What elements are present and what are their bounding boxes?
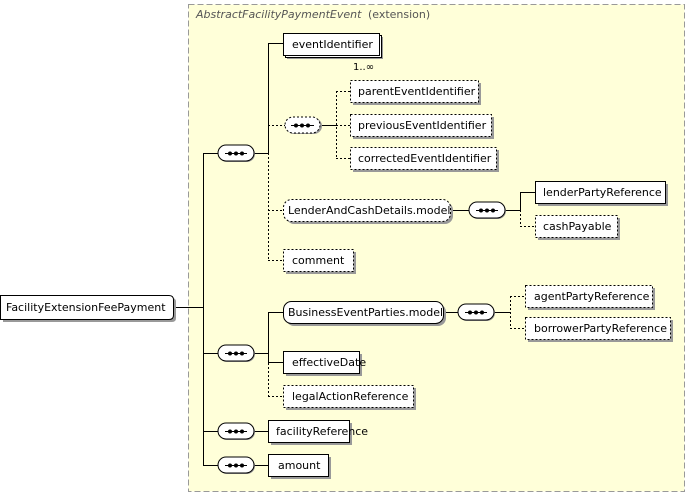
element-legal-action-reference[interactable]: legalActionReference [283, 385, 417, 411]
element-borrower-party-reference[interactable]: borrowerPartyReference [525, 317, 674, 343]
sequence-compositor-4[interactable] [217, 456, 255, 474]
choice-compositor[interactable] [284, 116, 322, 134]
agent-party-reference-label: agentPartyReference [534, 290, 650, 303]
extension-kind: (extension) [368, 8, 430, 21]
root-element-label: FacilityExtensionFeePayment [6, 301, 166, 314]
element-comment[interactable]: comment [283, 249, 357, 275]
business-event-parties-label: BusinessEventParties.model [288, 306, 443, 319]
facility-reference-label: facilityReference [276, 425, 368, 438]
parent-event-identifier-label: parentEventIdentifier [358, 85, 476, 98]
extension-title: AbstractFacilityPaymentEvent (extension) [195, 8, 430, 21]
sequence-compositor-lender[interactable] [468, 201, 506, 219]
borrower-party-reference-label: borrowerPartyReference [534, 322, 667, 335]
element-agent-party-reference[interactable]: agentPartyReference [525, 285, 656, 311]
effective-date-label: effectiveDate [292, 356, 366, 369]
lender-and-cash-details-label: LenderAndCashDetails.model [288, 204, 450, 217]
extension-type-name: AbstractFacilityPaymentEvent [195, 8, 362, 21]
group-business-event-parties[interactable]: BusinessEventParties.model [283, 301, 447, 327]
sequence-compositor-1[interactable] [217, 144, 255, 162]
corrected-event-identifier-label: correctedEventIdentifier [358, 152, 492, 165]
element-parent-event-identifier[interactable]: parentEventIdentifier [350, 80, 482, 106]
element-corrected-event-identifier[interactable]: correctedEventIdentifier [350, 147, 500, 173]
connectors [173, 43, 535, 466]
sequence-compositor-2[interactable] [217, 344, 255, 362]
lender-party-reference-label: lenderPartyReference [543, 186, 662, 199]
sequence-compositor-parties[interactable] [457, 303, 495, 321]
comment-label: comment [292, 254, 345, 267]
element-event-identifier[interactable]: eventIdentifier 1..∞ [283, 33, 384, 74]
element-effective-date[interactable]: effectiveDate [283, 351, 367, 377]
event-identifier-multiplicity: 1..∞ [353, 62, 374, 73]
amount-label: amount [278, 459, 321, 472]
legal-action-reference-label: legalActionReference [292, 390, 409, 403]
element-lender-party-reference[interactable]: lenderPartyReference [535, 181, 669, 207]
element-previous-event-identifier[interactable]: previousEventIdentifier [350, 114, 495, 140]
element-facility-reference[interactable]: facilityReference [268, 420, 369, 446]
cash-payable-label: cashPayable [543, 220, 612, 233]
extension-region: AbstractFacilityPaymentEvent (extension) [188, 4, 685, 492]
element-amount[interactable]: amount [268, 454, 332, 480]
event-identifier-label: eventIdentifier [292, 38, 373, 51]
element-cash-payable[interactable]: cashPayable [535, 215, 621, 241]
root-element[interactable]: FacilityExtensionFeePayment [0, 295, 177, 323]
compositors [217, 116, 506, 474]
sequence-compositor-3[interactable] [217, 422, 255, 440]
group-lender-and-cash-details[interactable]: LenderAndCashDetails.model [283, 199, 454, 225]
previous-event-identifier-label: previousEventIdentifier [358, 119, 487, 132]
